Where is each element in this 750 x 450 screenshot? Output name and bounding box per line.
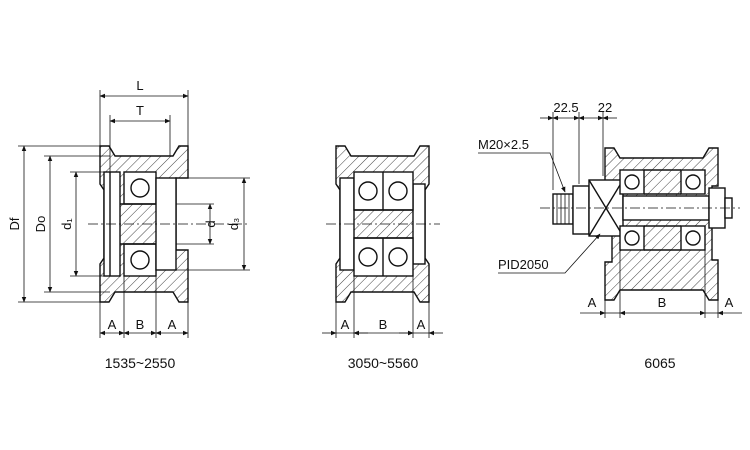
label-A-left: A xyxy=(108,317,117,332)
caption-3050-5560: 3050~5560 xyxy=(348,355,419,371)
label-L: L xyxy=(136,78,143,93)
label-B: B xyxy=(379,317,388,332)
label-B: B xyxy=(136,317,145,332)
view-3050-5560: A B A 3050~5560 xyxy=(322,145,443,371)
label-d: d xyxy=(203,220,218,227)
label-Do: Do xyxy=(33,216,48,233)
label-B: B xyxy=(658,295,667,310)
top-extension-lines xyxy=(552,112,604,190)
label-part: PID2050 xyxy=(498,257,549,272)
label-A-left: A xyxy=(341,317,350,332)
label-22: 22 xyxy=(598,100,612,115)
caption-1535-2550: 1535~2550 xyxy=(105,355,176,371)
dimension-lines xyxy=(21,93,247,336)
view-1535-2550: L T Df Do d₁ d d₃ A B A 1535~2550 xyxy=(7,78,250,371)
leader-lines xyxy=(478,152,601,274)
bearing-lower-pair xyxy=(353,237,414,277)
label-d1: d₁ xyxy=(59,218,74,230)
label-Df: Df xyxy=(7,217,22,230)
label-thread: M20×2.5 xyxy=(478,137,529,152)
label-A-right: A xyxy=(417,317,426,332)
label-22-5: 22.5 xyxy=(553,100,578,115)
bearing-upper-pair xyxy=(619,169,706,195)
caption-6065: 6065 xyxy=(644,355,675,371)
label-d3: d₃ xyxy=(226,218,241,231)
label-A-left: A xyxy=(588,295,597,310)
label-A-right: A xyxy=(725,295,734,310)
bearing-lower xyxy=(123,243,157,277)
label-T: T xyxy=(136,103,144,118)
view-6065: 22.5 22 M20×2.5 PID2050 A B A 6065 xyxy=(478,100,742,371)
label-A-right: A xyxy=(168,317,177,332)
bearing-upper-pair xyxy=(353,171,414,211)
bearing-lower-pair xyxy=(619,225,706,251)
bearing-upper xyxy=(123,171,157,205)
